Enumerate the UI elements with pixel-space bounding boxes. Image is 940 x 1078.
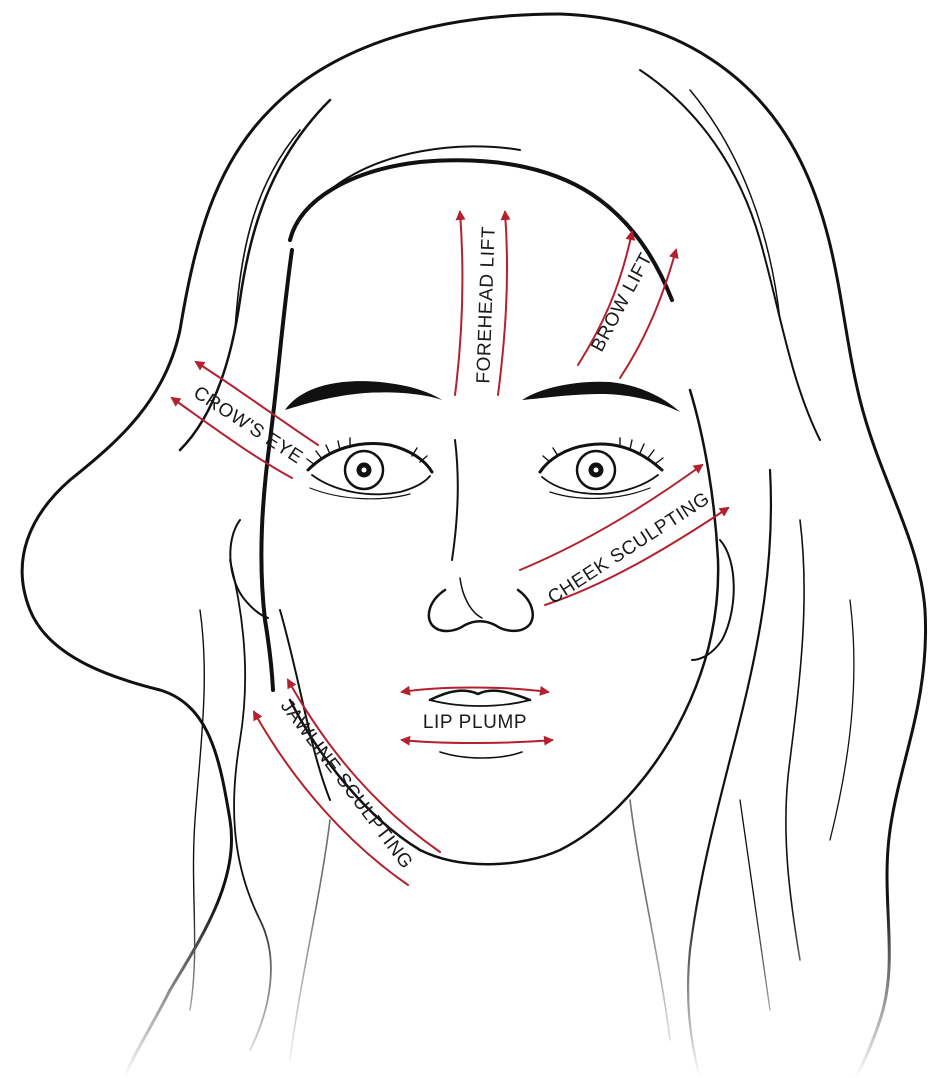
forehead-lift-label: FOREHEAD LIFT xyxy=(473,226,499,384)
lip-arrow-upper xyxy=(402,688,548,693)
right-eye xyxy=(540,438,663,498)
left-eyebrow xyxy=(285,381,442,410)
right-eyebrow xyxy=(522,382,680,412)
eyebrows xyxy=(285,381,680,412)
forehead-arrow-left xyxy=(455,212,462,395)
cheek-sculpting-label: CHEEK SCULPTING xyxy=(544,488,714,608)
zone-labels: FOREHEAD LIFT BROW LIFT CROW'S EYE CHEEK… xyxy=(190,226,714,874)
brow-lift-label: BROW LIFT xyxy=(587,249,657,355)
jawline-sculpting-label: JAWLINE SCULPTING xyxy=(276,696,417,873)
forehead-arrow-right xyxy=(498,212,507,395)
left-eye xyxy=(307,438,432,499)
nose xyxy=(429,440,533,631)
lip-plump-label: LIP PLUMP xyxy=(423,712,527,733)
jawline-arrow-lower xyxy=(254,712,408,885)
jawline-arrow-upper xyxy=(288,680,440,852)
lip-arrow-lower xyxy=(402,740,552,743)
